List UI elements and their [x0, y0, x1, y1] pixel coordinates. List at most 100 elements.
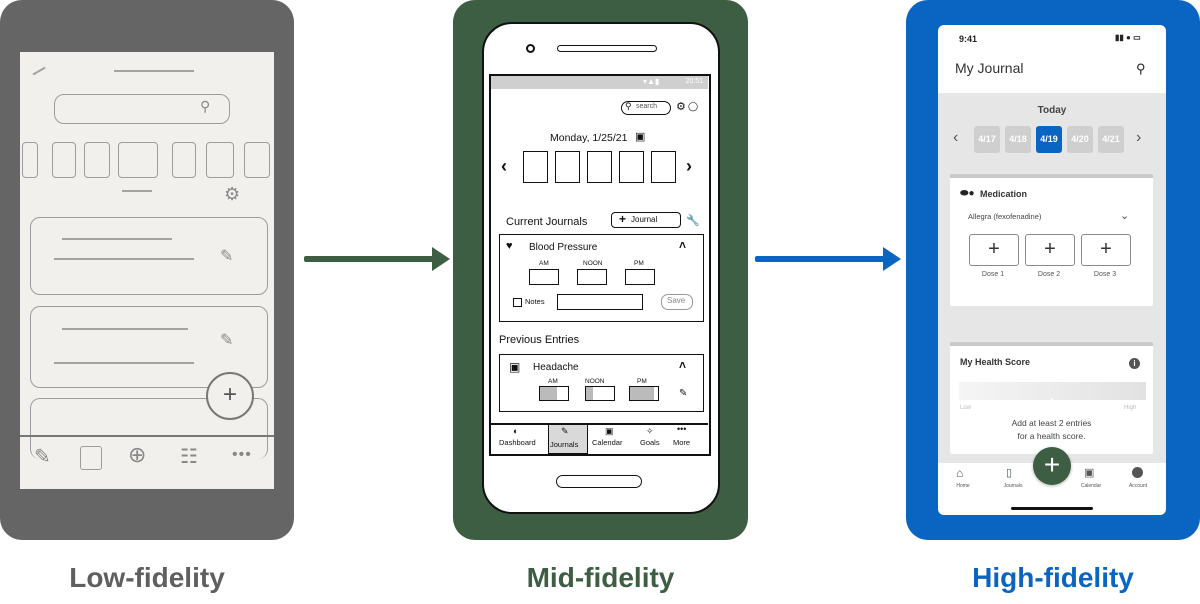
day-tab[interactable]: 4/18 [1005, 126, 1031, 153]
day-tab[interactable]: 4/17 [974, 126, 1000, 153]
notes-input[interactable] [557, 294, 643, 310]
info-icon[interactable]: i [1129, 358, 1140, 369]
speaker-grille [557, 45, 657, 52]
add-journal-label: Journal [631, 215, 658, 224]
drug-select[interactable]: Allegra (fexofenadine) [968, 212, 1042, 221]
nav-journals[interactable]: Journals [550, 440, 579, 449]
previous-entries-heading: Previous Entries [499, 334, 580, 346]
add-entry-button[interactable]: + [1033, 447, 1071, 485]
caption-low-fidelity: Low-fidelity [69, 562, 225, 593]
wrench-icon[interactable]: 🔧 [686, 215, 700, 227]
camera-icon [526, 44, 535, 53]
home-icon[interactable]: ⌂ [956, 466, 964, 480]
nav-dashboard[interactable]: Dashboard [499, 438, 536, 447]
dose-2-add-button[interactable]: + [1025, 234, 1075, 266]
calendar-icon [80, 446, 102, 470]
nav-journals[interactable]: Journals [1003, 483, 1023, 489]
sketch-card-1 [30, 217, 268, 295]
next-arrow-icon[interactable]: › [1136, 129, 1142, 146]
journals-icon[interactable]: ▯ [1006, 467, 1013, 479]
day-tab-selected[interactable]: 4/19 [1036, 126, 1062, 153]
gauge-marker [1046, 398, 1058, 406]
dose-3-add-button[interactable]: + [1081, 234, 1131, 266]
am-value [539, 386, 569, 401]
nav-account[interactable]: Account [1128, 483, 1148, 489]
journals-icon: ✎ [561, 426, 569, 436]
health-score-title: My Health Score [960, 357, 1031, 367]
notes-label: Notes [525, 297, 545, 306]
more-icon: ••• [677, 424, 687, 434]
gauge-low-label: Low [960, 405, 972, 411]
time-label-pm: PM [637, 378, 647, 385]
book-icon: ☷ [180, 446, 198, 468]
home-indicator [1011, 507, 1093, 510]
date-label: Monday, 1/25/21 [550, 132, 628, 144]
nav-calendar[interactable]: Calendar [592, 438, 623, 447]
caption-high-fidelity: High-fidelity [972, 562, 1134, 593]
score-message-line-2: for a health score. [1017, 431, 1086, 441]
wireframe-screen: 20:51 ▾▲▮ ⚲ search ⚙ ◯ Monday, 1/25/21 ▣… [489, 74, 711, 456]
journal-icon: ✎ [34, 446, 51, 468]
date-box[interactable] [523, 151, 548, 183]
sketch-add-button: + [206, 372, 254, 420]
dose-2-label: Dose 2 [1037, 271, 1061, 278]
chevron-down-icon[interactable]: ⌄ [1120, 210, 1130, 222]
prev-arrow-icon[interactable]: ‹ [953, 129, 959, 146]
save-label: Save [667, 296, 686, 305]
account-icon[interactable] [1132, 467, 1143, 478]
noon-input[interactable] [577, 269, 607, 285]
time-label-am: AM [539, 260, 549, 267]
search-icon: ⚲ [625, 101, 632, 111]
pm-input[interactable] [625, 269, 655, 285]
time-label-noon: NOON [583, 260, 603, 267]
search-icon[interactable]: ⚲ [1136, 61, 1146, 76]
medication-title: Medication [980, 189, 1028, 199]
score-message-line-1: Add at least 2 entries [1011, 418, 1092, 428]
time-label-pm: PM [634, 260, 644, 267]
dashboard-icon: ◐ [513, 426, 519, 436]
nav-more[interactable]: More [673, 438, 691, 447]
date-box[interactable] [619, 151, 644, 183]
pill-icon: ⬬● [960, 188, 975, 199]
next-arrow-icon[interactable]: › [686, 156, 692, 176]
calendar-icon[interactable]: ▣ [1084, 467, 1095, 479]
gauge-high-label: High [1124, 405, 1137, 411]
sketch-search-bar [54, 94, 230, 124]
date-box[interactable] [555, 151, 580, 183]
search-input[interactable] [621, 101, 671, 115]
caption-mid-fidelity: Mid-fidelity [526, 562, 675, 593]
status-bar [491, 76, 708, 89]
today-label: Today [1037, 105, 1067, 116]
dose-1-add-button[interactable]: + [969, 234, 1019, 266]
search-icon: ⚲ [200, 98, 211, 114]
date-box[interactable] [587, 151, 612, 183]
status-time: 9:41 [959, 34, 978, 44]
calendar-icon: ▣ [605, 426, 614, 436]
collapse-icon[interactable]: ˄ [679, 238, 687, 252]
am-input[interactable] [529, 269, 559, 285]
nav-home[interactable]: Home [956, 483, 970, 489]
note-icon [513, 298, 522, 307]
gear-icon: ⚙ [224, 184, 241, 204]
day-tab[interactable]: 4/20 [1067, 126, 1093, 153]
status-time: 20:51 [685, 78, 703, 85]
heart-icon: ♥ [506, 240, 513, 252]
calendar-icon[interactable]: ▣ [635, 131, 646, 143]
toggle-icon[interactable]: ◯ [688, 101, 699, 111]
pm-value [629, 386, 659, 401]
nav-calendar[interactable]: Calendar [1080, 483, 1102, 489]
signal-battery-icon: ▮▮ ● ▭ [1115, 33, 1141, 42]
goals-icon: ✧ [646, 426, 654, 436]
add-journal-button[interactable] [611, 212, 681, 228]
date-box[interactable] [651, 151, 676, 183]
noon-value [585, 386, 615, 401]
gear-icon[interactable]: ⚙ [676, 101, 686, 113]
sketch-card-2 [30, 306, 268, 388]
day-tab[interactable]: 4/21 [1098, 126, 1124, 153]
pencil-icon[interactable]: ✎ [679, 388, 688, 399]
nav-goals[interactable]: Goals [640, 438, 660, 447]
collapse-icon[interactable]: ˄ [679, 358, 687, 372]
target-icon: ⊕ [128, 442, 147, 467]
prev-arrow-icon[interactable]: ‹ [501, 156, 507, 176]
save-button[interactable] [661, 294, 693, 310]
